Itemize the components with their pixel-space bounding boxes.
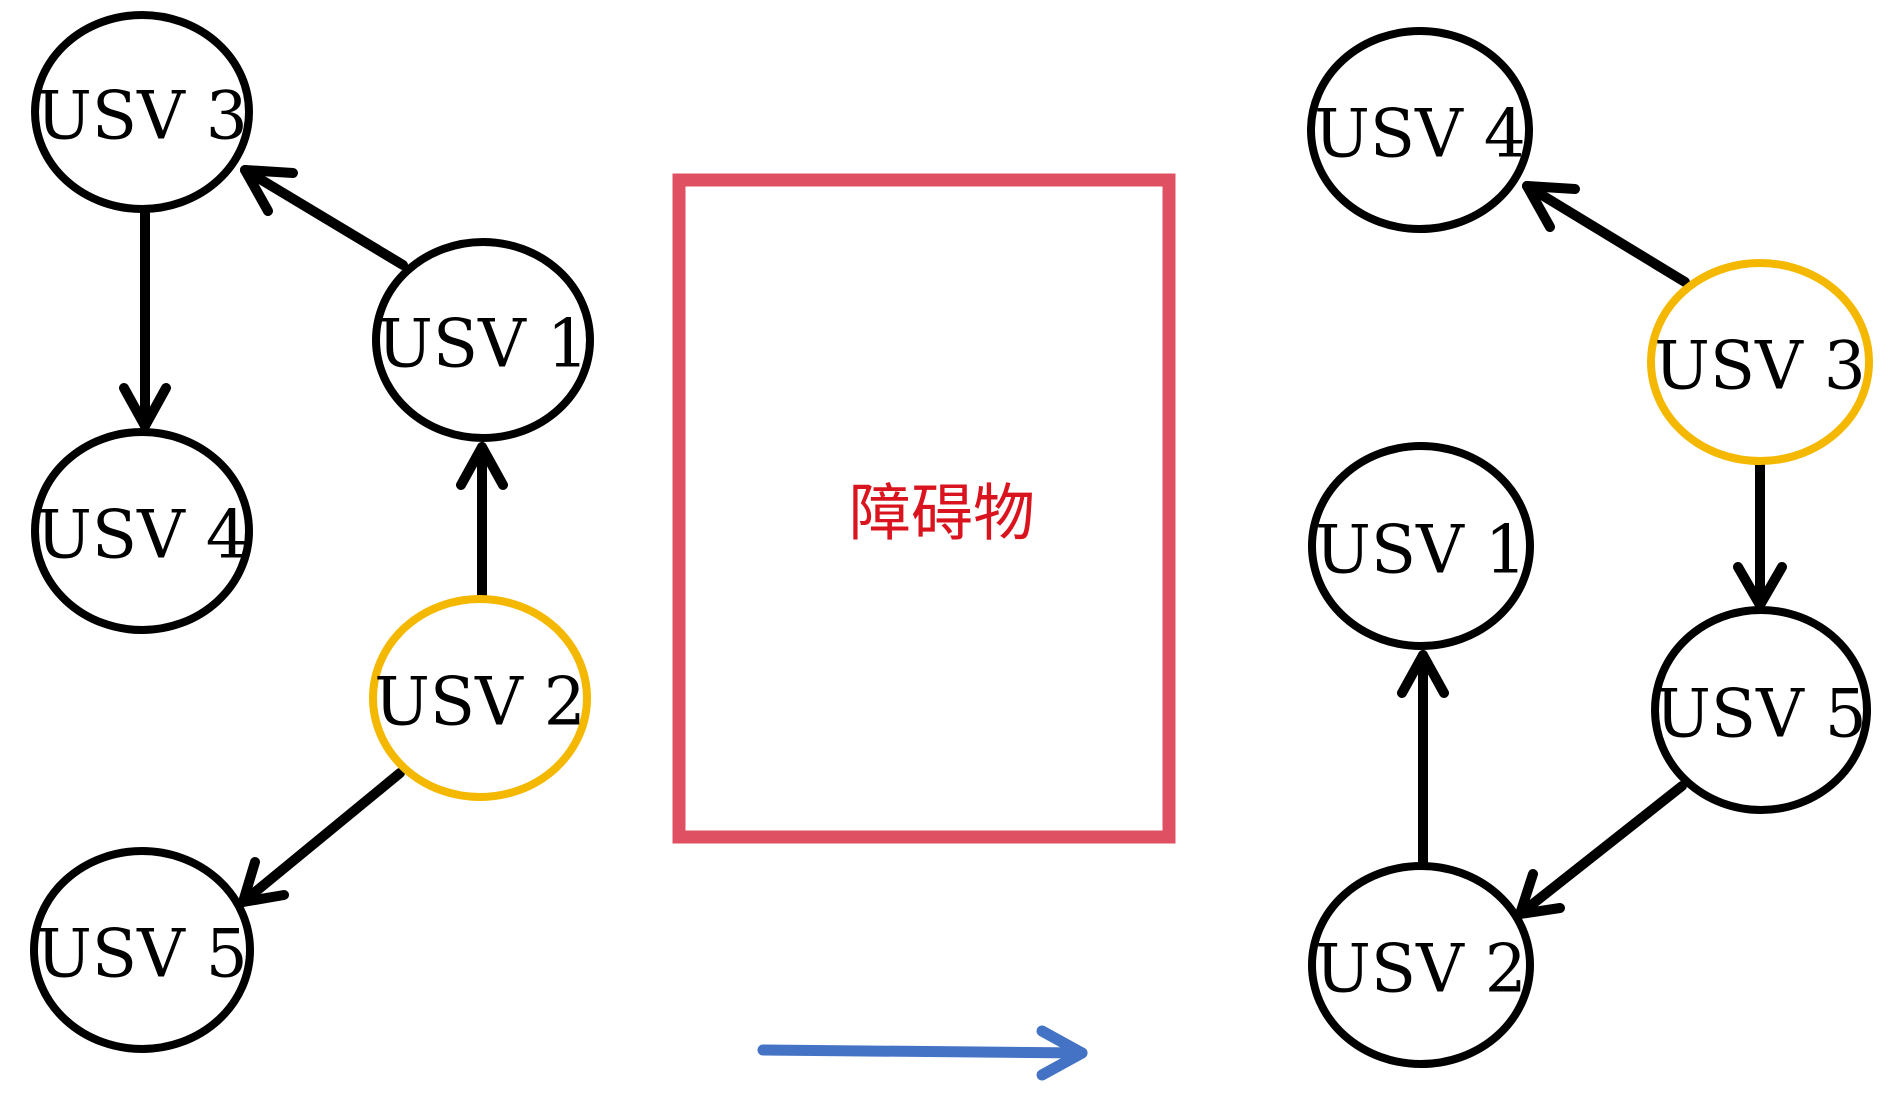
node-label: USV 3 — [1654, 328, 1865, 405]
edge-usv2-to-usv1-after — [1397, 650, 1449, 870]
edge-usv3-to-usv4 — [119, 208, 171, 431]
node-usv3-leader[interactable]: USV 3 — [1647, 259, 1873, 465]
edges-after — [1397, 181, 1787, 919]
node-label: USV 2 — [374, 664, 585, 741]
node-usv2-leader[interactable]: USV 2 — [369, 595, 591, 801]
node-label: USV 3 — [36, 78, 247, 155]
node-usv4[interactable]: USV 4 — [1307, 27, 1533, 233]
node-usv2[interactable]: USV 2 — [1308, 862, 1534, 1068]
node-usv5[interactable]: USV 5 — [30, 847, 254, 1053]
edge-usv3-to-usv4-after — [1522, 181, 1690, 287]
edges-before — [119, 165, 508, 907]
node-label: USV 5 — [1655, 676, 1866, 753]
node-label: USV 4 — [1314, 96, 1525, 173]
node-label: USV 5 — [36, 916, 247, 993]
node-label: USV 2 — [1315, 931, 1526, 1008]
node-usv3[interactable]: USV 3 — [31, 11, 253, 213]
node-usv5[interactable]: USV 5 — [1651, 606, 1871, 814]
node-usv1[interactable]: USV 1 — [372, 238, 594, 442]
arrowhead-icon — [119, 383, 171, 431]
arrowhead-icon — [238, 857, 289, 907]
arrowhead-icon — [1515, 869, 1565, 919]
edge-usv2-to-usv5 — [238, 768, 405, 907]
edge-usv2-to-usv1 — [456, 442, 508, 603]
arrowhead-icon — [240, 165, 298, 216]
node-label: USV 1 — [1315, 512, 1526, 589]
arrowhead-icon — [1522, 181, 1580, 232]
motion-arrow — [757, 1025, 1088, 1081]
arrowhead-icon — [1397, 650, 1449, 698]
arrowhead-icon — [1733, 562, 1787, 610]
node-label: USV 1 — [377, 306, 588, 383]
node-usv4[interactable]: USV 4 — [31, 428, 253, 634]
node-label: USV 4 — [36, 497, 247, 574]
edge-usv5-to-usv2-after — [1515, 781, 1687, 919]
arrow-right-icon — [1036, 1025, 1088, 1081]
edge-usv3-to-usv5-after — [1733, 448, 1787, 610]
formation-after: USV 4 USV 3 USV 1 USV 5 USV 2 — [1307, 27, 1873, 1068]
obstacle: 障碍物 — [672, 173, 1176, 844]
node-usv1[interactable]: USV 1 — [1308, 442, 1534, 650]
obstacle-box — [672, 173, 1176, 844]
obstacle-label: 障碍物 — [849, 477, 1035, 550]
formation-before: USV 3 USV 1 USV 4 USV 2 USV 5 — [30, 11, 594, 1053]
arrowhead-icon — [456, 442, 508, 490]
edge-usv1-to-usv3 — [240, 165, 408, 270]
